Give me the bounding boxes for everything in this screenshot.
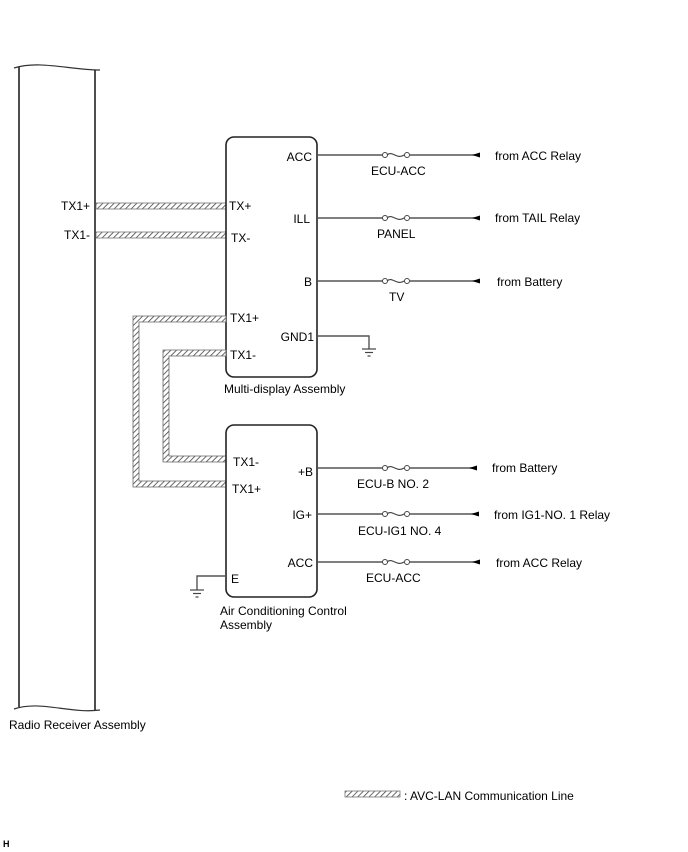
md-pin-tx-minus: TX-: [231, 231, 250, 245]
source-label: from IG1-NO. 1 Relay: [494, 508, 610, 522]
fuse-label: ECU-IG1 NO. 4: [358, 524, 442, 538]
md-pin-b: B: [304, 275, 312, 289]
ac-pin-e: E: [231, 572, 239, 586]
multi-display-assembly: TX+ TX- TX1+ TX1- ACC ILL B GND1 Multi-d…: [224, 136, 345, 396]
multi-display-label: Multi-display Assembly: [224, 382, 345, 396]
ac-circuit-plus-b: ECU-B NO. 2 from Battery: [318, 461, 557, 491]
md-pin-tx1-minus: TX1-: [230, 348, 256, 362]
break-line-top: [13, 64, 101, 71]
ac-pin-acc: ACC: [288, 556, 314, 570]
ac-pin-tx1-plus: TX1+: [232, 482, 261, 496]
fuse-label: PANEL: [377, 227, 416, 241]
md-circuit-b: TV from Battery: [318, 275, 562, 304]
legend-hatch-swatch: [344, 790, 401, 798]
air-conditioning-box: [225, 424, 318, 598]
ac-pin-ig-plus: IG+: [292, 508, 312, 522]
source-label: from Battery: [492, 461, 557, 475]
radio-pin-tx1-minus: TX1-: [64, 228, 90, 242]
fuse-icon: [382, 559, 410, 565]
ac-circuit-ig-plus: ECU-IG1 NO. 4 from IG1-NO. 1 Relay: [318, 508, 610, 538]
corner-mark: H: [3, 839, 10, 849]
legend: : AVC-LAN Communication Line: [344, 789, 574, 803]
arrow-icon: [472, 559, 480, 565]
arrow-icon: [471, 511, 479, 517]
md-pin-acc: ACC: [287, 150, 313, 164]
arrow-icon: [469, 465, 477, 471]
legend-label: : AVC-LAN Communication Line: [404, 789, 574, 803]
arrow-icon: [472, 215, 480, 221]
air-conditioning-control-assembly: TX1- TX1+ E +B IG+ ACC Air Conditioning …: [220, 424, 347, 632]
md-ground: [318, 335, 376, 357]
source-label: from ACC Relay: [496, 556, 582, 570]
avc-lan-line-tx-minus: [95, 231, 227, 239]
ground-icon: [190, 589, 204, 598]
md-pin-ill: ILL: [293, 212, 310, 226]
ground-icon: [362, 348, 376, 357]
radio-receiver-label: Radio Receiver Assembly: [9, 718, 146, 732]
radio-pin-tx1-plus: TX1+: [61, 199, 90, 213]
multi-display-box: [225, 136, 318, 378]
ac-label-line1: Air Conditioning Control: [220, 604, 347, 618]
fuse-icon: [382, 465, 410, 471]
break-line-bottom: [13, 705, 101, 712]
ac-pin-plus-b: +B: [298, 465, 313, 479]
avc-lan-line-tx1-minus: [162, 349, 227, 463]
source-label: from ACC Relay: [495, 149, 581, 163]
fuse-icon: [382, 152, 410, 158]
fuse-icon: [382, 278, 410, 284]
md-pin-tx-plus: TX+: [229, 199, 251, 213]
ac-pin-tx1-minus: TX1-: [233, 455, 259, 469]
fuse-icon: [382, 511, 410, 517]
fuse-label: ECU-ACC: [366, 571, 421, 585]
ac-label-line2: Assembly: [220, 618, 272, 632]
md-circuit-ill: PANEL from TAIL Relay: [318, 211, 580, 241]
ac-ground: [190, 575, 226, 598]
fuse-icon: [382, 215, 410, 221]
source-label: from Battery: [497, 275, 562, 289]
fuse-label: ECU-B NO. 2: [357, 477, 429, 491]
fuse-label: ECU-ACC: [371, 164, 426, 178]
radio-receiver-assembly: Radio Receiver Assembly TX1+ TX1-: [9, 64, 146, 732]
fuse-label: TV: [389, 290, 404, 304]
md-pin-gnd1: GND1: [281, 330, 315, 344]
source-label: from TAIL Relay: [495, 211, 580, 225]
md-circuit-acc: ECU-ACC from ACC Relay: [318, 149, 581, 178]
avc-lan-line-tx-plus: [95, 202, 227, 210]
ac-circuit-acc: ECU-ACC from ACC Relay: [318, 556, 582, 585]
arrow-icon: [472, 152, 480, 158]
md-pin-tx1-plus: TX1+: [230, 311, 259, 325]
arrow-icon: [472, 278, 480, 284]
